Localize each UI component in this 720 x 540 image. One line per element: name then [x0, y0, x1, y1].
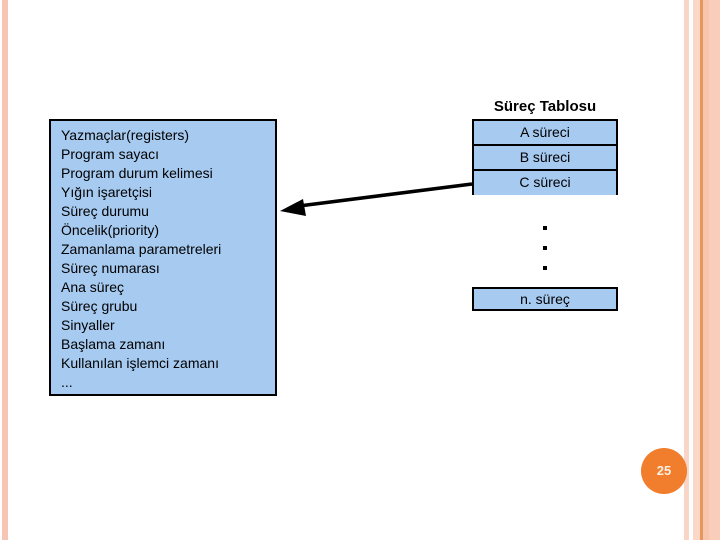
right-accent-stripe-2 [693, 0, 700, 540]
pcb-attribute-label: Zamanlama parametreleri [61, 241, 222, 257]
process-table-row: C süreci [474, 171, 616, 195]
right-accent-stripe-3 [700, 0, 703, 540]
pcb-attribute-label: Süreç grubu [61, 298, 138, 314]
pcb-attribute-label: Sinyaller [61, 317, 115, 333]
pcb-attribute-label: Öncelik(priority) [61, 222, 160, 238]
pcb-attribute-label: Program durum kelimesi [61, 165, 213, 181]
left-accent-stripe [2, 0, 8, 540]
pcb-attribute-label: Yığın işaretçisi [61, 184, 153, 200]
pcb-attribute-label: ... [61, 374, 73, 390]
pcb-attribute-label: Ana süreç [61, 279, 125, 295]
process-table-row: A süreci [474, 121, 616, 146]
process-table-title: Süreç Tablosu [493, 98, 597, 115]
pcb-attribute-label: Kullanılan işlemci zamanı [61, 355, 219, 371]
pcb-attribute-label: Yazmaçlar(registers) [61, 127, 190, 143]
page-number-badge: 25 [641, 448, 687, 494]
right-accent-stripe-1 [684, 0, 689, 540]
dot [543, 246, 547, 250]
right-accent-stripe-4 [703, 0, 709, 540]
pcb-attribute-label: Süreç durumu [61, 203, 149, 219]
pcb-attribute-label: Başlama zamanı [61, 336, 166, 352]
right-accent-stripe-5 [709, 0, 720, 540]
dot [543, 266, 547, 270]
process-table-last-row: n. süreç [472, 287, 618, 311]
process-table-row: B süreci [474, 146, 616, 171]
pcb-attribute-label: Süreç numarası [61, 260, 160, 276]
continuation-dots [472, 226, 618, 286]
pcb-attribute-label: Program sayacı [61, 146, 160, 162]
dot [543, 226, 547, 230]
